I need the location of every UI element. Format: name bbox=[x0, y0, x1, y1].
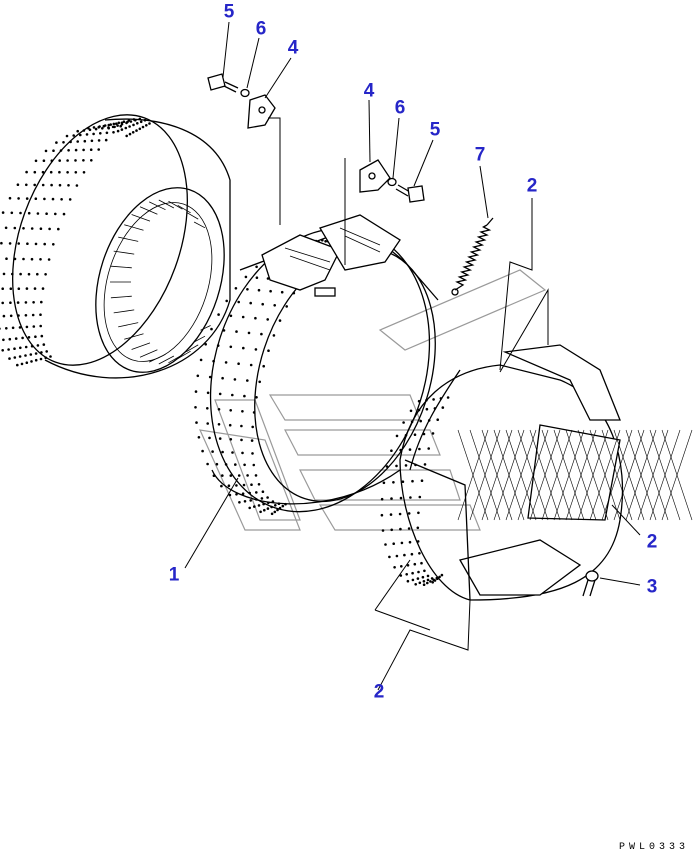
pin bbox=[582, 570, 599, 597]
brake-lining-segments bbox=[380, 344, 693, 601]
lining-segment-bottom bbox=[459, 539, 582, 596]
drawing-reference-code: PWL0333 bbox=[618, 842, 689, 853]
callout-5-mid-bolt: 5 bbox=[429, 119, 441, 141]
band-pin bbox=[314, 287, 336, 297]
washer-mid bbox=[387, 177, 397, 187]
callout-4-mid-bracket: 4 bbox=[363, 80, 375, 102]
callout-6-upper-washer: 6 bbox=[255, 18, 267, 40]
callout-7-spring: 7 bbox=[474, 144, 486, 166]
bracket-mid bbox=[359, 159, 391, 193]
band-bracket-left bbox=[261, 234, 341, 291]
bracket-upper bbox=[247, 94, 276, 129]
watermark-logo bbox=[198, 269, 547, 531]
return-spring bbox=[451, 217, 494, 296]
lining-segment-top bbox=[502, 344, 621, 421]
lining-segment-right bbox=[527, 424, 621, 521]
callout-5-upper-bolt: 5 bbox=[223, 1, 235, 23]
bolt-upper bbox=[207, 73, 239, 93]
callout-3-pin: 3 bbox=[646, 576, 658, 598]
brake-band-assembly bbox=[194, 214, 439, 516]
callout-4-upper-bracket: 4 bbox=[287, 37, 299, 59]
callout-2-lower-segment: 2 bbox=[373, 681, 385, 703]
leader-lines bbox=[184, 21, 641, 691]
callout-6-mid-washer: 6 bbox=[394, 97, 406, 119]
brake-drum bbox=[0, 114, 231, 379]
callout-2-right-segment: 2 bbox=[646, 531, 658, 553]
callout-1-band: 1 bbox=[168, 564, 180, 586]
bolt-mid bbox=[395, 184, 425, 203]
washer-upper bbox=[240, 88, 250, 98]
callout-2-top-segment: 2 bbox=[526, 175, 538, 197]
